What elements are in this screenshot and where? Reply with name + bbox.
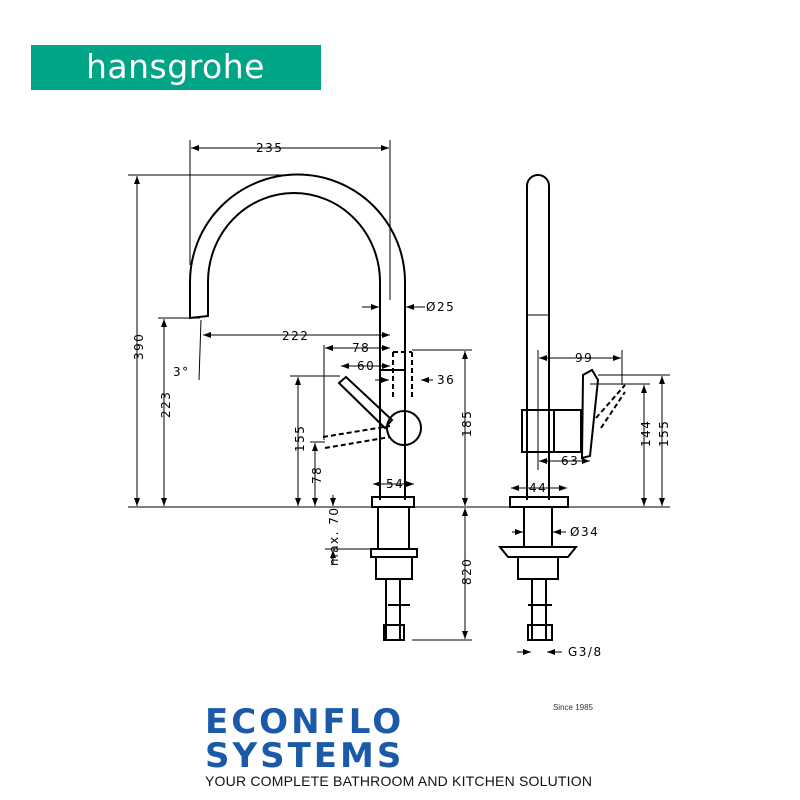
dim-222: 222: [282, 329, 309, 343]
logo-text: hansgrohe: [86, 47, 265, 86]
dim-60: 60: [357, 359, 375, 373]
dim-144: 144: [639, 420, 653, 447]
faucet-side-view: [497, 174, 626, 641]
dim-223: 223: [159, 391, 173, 418]
dim-185: 185: [460, 410, 474, 437]
dim-820: 820: [460, 558, 474, 585]
dim-78-height: 78: [310, 466, 324, 484]
dim-36: 36: [437, 373, 455, 387]
dim-34: Ø34: [570, 525, 599, 539]
dim-78-lever: 78: [352, 341, 370, 355]
dimension-lines: [128, 140, 670, 655]
dim-390: 390: [132, 333, 146, 360]
since-label: Since 1985: [552, 703, 593, 712]
dim-235: 235: [256, 141, 283, 155]
dim-44: 44: [529, 481, 547, 495]
brand-tagline: YOUR COMPLETE BATHROOM AND KITCHEN SOLUT…: [205, 773, 593, 789]
dim-155-lever: 155: [293, 425, 307, 452]
hansgrohe-logo: hansgrohe: [31, 45, 321, 90]
dim-63: 63: [561, 454, 579, 468]
dim-max-70: max. 70: [327, 506, 341, 566]
brand-name: ECONFLO SYSTEMS: [205, 702, 405, 776]
dim-54: 54: [386, 477, 404, 491]
dim-25: Ø25: [426, 300, 455, 314]
dim-angle: 3°: [173, 365, 190, 379]
dim-g38: G3/8: [568, 645, 603, 659]
econflo-footer: Since 1985 ECONFLO SYSTEMS YOUR COMPLETE…: [205, 702, 605, 789]
faucet-front-view: [189, 173, 422, 641]
dim-99: 99: [575, 351, 593, 365]
dim-155-side: 155: [657, 420, 671, 447]
